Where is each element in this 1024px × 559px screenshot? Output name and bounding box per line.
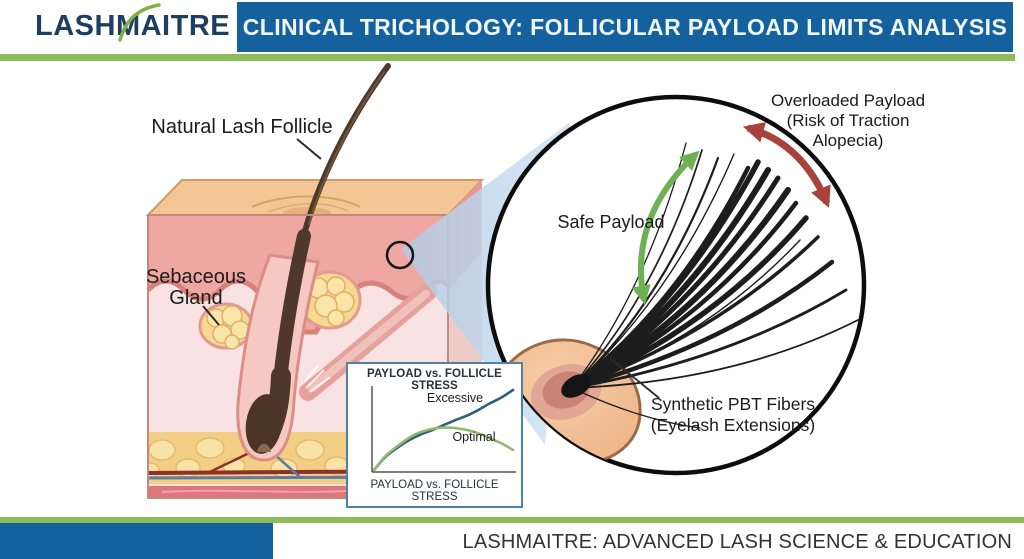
footer-blue-bar — [0, 523, 273, 559]
header-accent-line — [0, 54, 1015, 61]
excessive-series-label: Excessive — [426, 391, 484, 405]
inset-chart-title: PAYLOAD vs. FOLLICLE STRESS — [367, 368, 502, 392]
inset-chart-plot — [371, 386, 516, 473]
epidermis-dermis-boundary — [146, 278, 451, 335]
footer-accent-line — [0, 517, 1024, 523]
footer-tagline: LASHMAITRE: ADVANCED LASH SCIENCE & EDUC… — [462, 531, 1012, 553]
sebaceous-gland-label: Sebaceous Gland — [146, 267, 246, 309]
overloaded-payload-line2: (Risk of Traction — [786, 111, 910, 130]
fiber-root-cluster — [561, 374, 591, 398]
inset-curve-optimal — [372, 426, 515, 472]
safe-payload-arrow — [631, 150, 700, 305]
safe-payload-label: Safe Payload — [557, 212, 665, 232]
follicle-leader-line — [296, 138, 322, 160]
synthetic-pbt-line1: Synthetic PBT Fibers — [650, 394, 816, 414]
hair-bulb — [245, 394, 283, 454]
sebaceous-gland-label-line2: Gland — [169, 287, 223, 309]
inset-chart-x-axis-label: PAYLOAD vs. FOLLICLE STRESS — [370, 479, 499, 503]
optimal-series-label: Optimal — [452, 430, 496, 444]
synthetic-pbt-line2: (Eyelash Extensions) — [650, 415, 816, 435]
overloaded-payload-label: Overloaded Payload (Risk of Traction Alo… — [771, 91, 925, 151]
page-title: CLINICAL TRICHOLOGY: FOLLICULAR PAYLOAD … — [242, 13, 1008, 40]
leader-lines — [202, 138, 660, 399]
header-bar: CLINICAL TRICHOLOGY: FOLLICULAR PAYLOAD … — [237, 2, 1013, 52]
natural-lash-follicle-label: Natural Lash Follicle — [151, 116, 333, 138]
sebaceous-gland-left — [198, 302, 254, 350]
skin-cross-section-block — [145, 63, 485, 499]
arrector-pili-muscle — [299, 283, 437, 401]
dermal-papilla — [257, 443, 271, 452]
sebaceous-gland-label-line1: Sebaceous — [145, 266, 247, 288]
overloaded-payload-line1: Overloaded Payload — [770, 91, 926, 110]
lash-swoosh-icon — [118, 3, 161, 42]
lash-fiber-fan — [569, 142, 859, 429]
magnified-content — [497, 142, 859, 473]
overloaded-payload-line3: Alopecia) — [812, 131, 884, 150]
gland-leader-line — [202, 305, 220, 326]
logo-zone: LASHMAITRE — [0, 0, 237, 54]
payload-stress-inset-chart: PAYLOAD vs. FOLLICLE STRESS Excessive Op… — [346, 362, 523, 508]
block-outline — [147, 214, 449, 499]
synthetic-pbt-label: Synthetic PBT Fibers (Eyelash Extensions… — [651, 394, 815, 436]
overloaded-payload-arrow — [742, 122, 831, 208]
pbt-leader-line — [609, 357, 660, 399]
annotation-circle — [385, 240, 415, 270]
sebaceous-gland-right — [298, 270, 362, 330]
skin-surface-crease — [251, 195, 361, 208]
